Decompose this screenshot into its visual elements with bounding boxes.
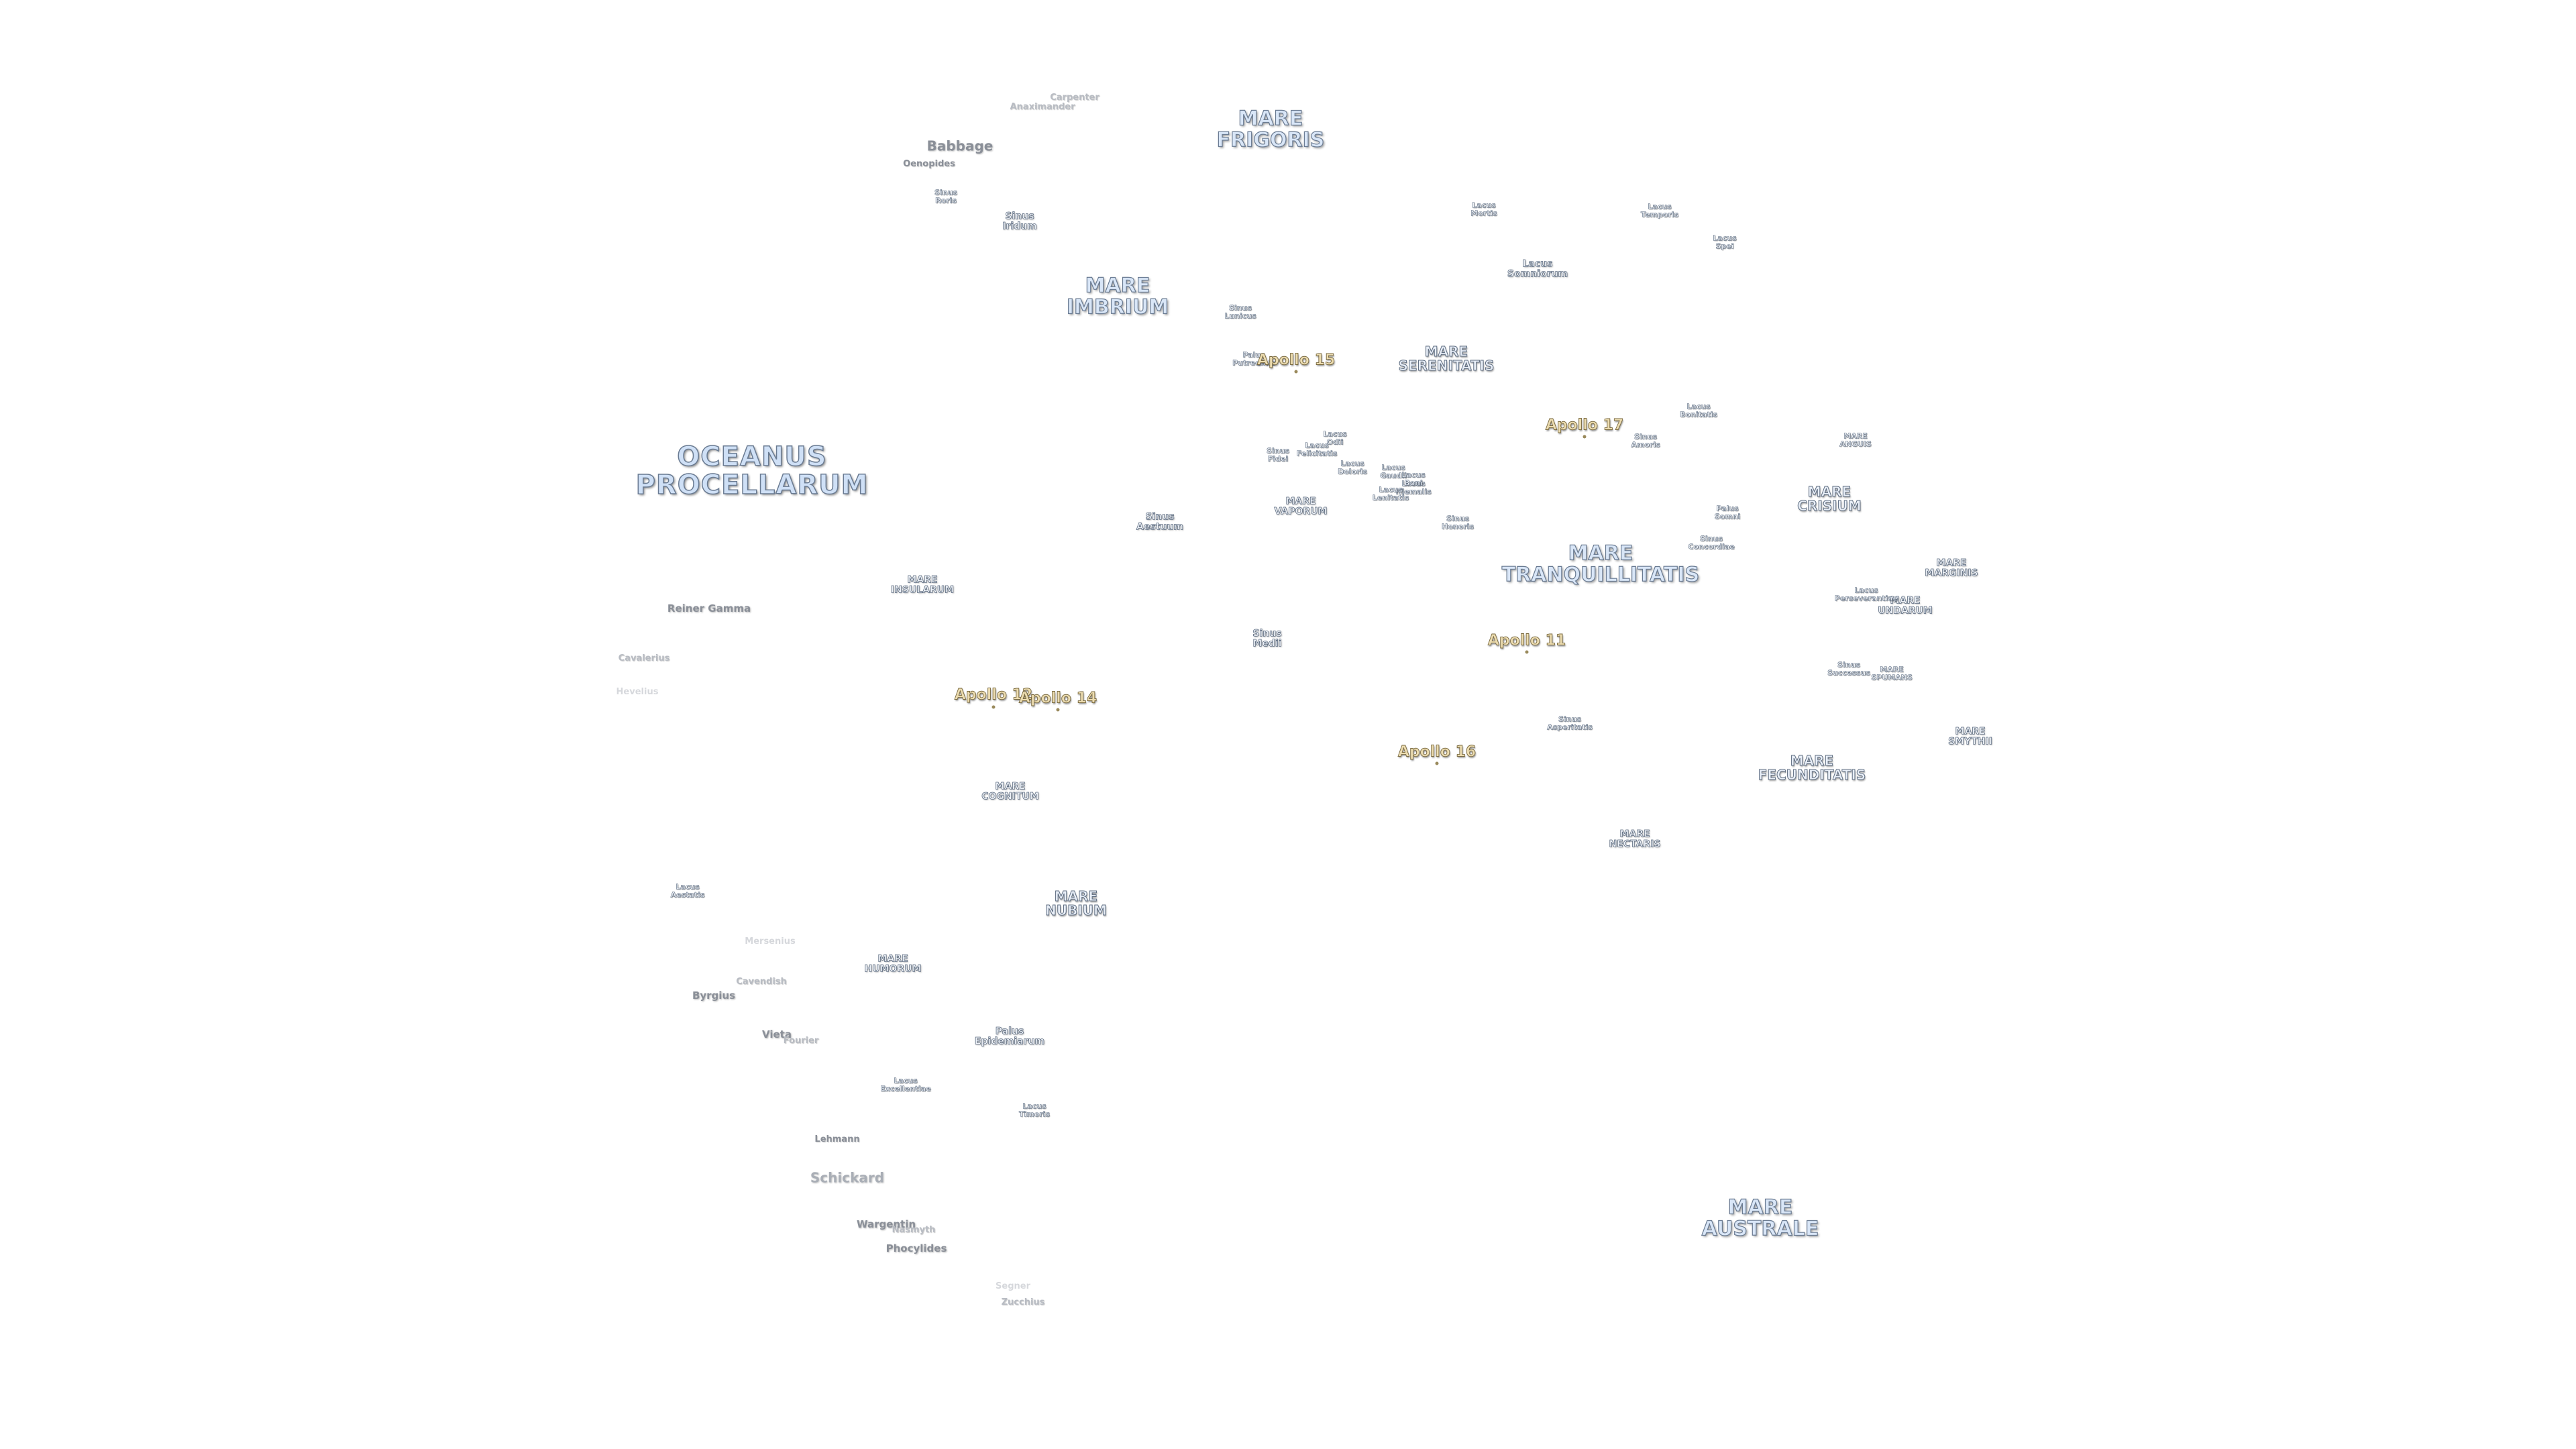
label-mare-spumans: MARE SPUMANS xyxy=(1871,665,1913,682)
label-mare-undarum: MARE UNDARUM xyxy=(1878,595,1933,616)
label-sinus-roris: Sinus Roris xyxy=(934,188,958,205)
apollo-11-site-marker xyxy=(1525,650,1529,654)
label-sinus-medii: Sinus Medii xyxy=(1252,628,1282,649)
label-crater-phocylides: Phocylides xyxy=(885,1242,947,1255)
label-mare-fecunditatis: MARE FECUNDITATIS xyxy=(1758,753,1866,783)
label-mare-vaporum: MARE VAPORUM xyxy=(1274,496,1328,517)
label-lacus-excellentiae: Lacus Excellentiae xyxy=(880,1076,931,1093)
label-crater-wargentin: Wargentin xyxy=(856,1218,916,1231)
label-crater-fourier: Fourier xyxy=(783,1036,819,1046)
label-sinus-iridum: Sinus Iridum xyxy=(1002,211,1037,231)
label-mare-tranquillitatis: MARE TRANQUILLITATIS xyxy=(1501,541,1700,586)
label-crater-carpenter: Carpenter xyxy=(1050,93,1099,103)
label-lacus-odii: Lacus Odii xyxy=(1323,429,1347,446)
label-crater-nasmyth: Nasmyth xyxy=(892,1225,936,1236)
label-crater-schickard: Schickard xyxy=(810,1169,885,1186)
label-lacus-timoris: Lacus Timoris xyxy=(1018,1102,1051,1118)
label-mare-marginis: MARE MARGINIS xyxy=(1925,557,1978,578)
label-oceanus-procellarum: OCEANUS PROCELLARUM xyxy=(635,441,869,500)
label-apollo-11: Apollo 11 xyxy=(1487,632,1566,649)
label-mare-imbrium: MARE IMBRIUM xyxy=(1066,274,1169,319)
label-sinus-amoris: Sinus Amoris xyxy=(1631,432,1660,449)
label-crater-reiner-gamma: Reiner Gamma xyxy=(667,602,751,615)
label-mare-humorum: MARE HUMORUM xyxy=(864,953,922,974)
label-sinus-lunicus: Sinus Lunicus xyxy=(1224,303,1256,320)
label-crater-byrgius: Byrgius xyxy=(692,989,736,1002)
label-mare-cognitum: MARE COGNITUM xyxy=(981,781,1039,802)
label-mare-frigoris: MARE FRIGORIS xyxy=(1216,107,1325,152)
label-crater-anaximander: Anaximander xyxy=(1010,102,1075,113)
label-lacus-perseverantiae: Lacus Perseverantiae xyxy=(1834,586,1898,602)
label-crater-cavendish: Cavendish xyxy=(736,977,787,987)
apollo-16-site-marker xyxy=(1435,761,1439,765)
label-palus-epidemiarum: Palus Epidemiarum xyxy=(974,1026,1045,1046)
label-crater-babbage: Babbage xyxy=(926,138,994,154)
label-lacus-mortis: Lacus Mortis xyxy=(1470,201,1497,217)
label-mare-serenitatis: MARE SERENITATIS xyxy=(1398,343,1495,374)
label-sinus-asperitatis: Sinus Asperitatis xyxy=(1547,714,1593,731)
label-sinus-honoris: Sinus Honoris xyxy=(1442,514,1474,531)
label-mare-australe: MARE AUSTRALE xyxy=(1701,1195,1819,1240)
label-mare-crisium: MARE CRISIUM xyxy=(1797,484,1862,514)
apollo-15-site-marker xyxy=(1294,370,1298,374)
label-lacus-bonitatis: Lacus Bonitatis xyxy=(1680,402,1717,419)
label-sinus-aestuum: Sinus Aestuum xyxy=(1136,511,1184,532)
label-crater-lehmann: Lehmann xyxy=(814,1134,860,1145)
label-apollo-17: Apollo 17 xyxy=(1545,417,1624,434)
label-lacus-hiemalis: Lacus Hiemalis xyxy=(1395,479,1432,496)
label-palus-somni: Palus Somni xyxy=(1714,504,1741,521)
label-mare-nectaris: MARE NECTARIS xyxy=(1609,828,1661,849)
label-apollo-15: Apollo 15 xyxy=(1256,352,1336,369)
label-apollo-14: Apollo 14 xyxy=(1018,690,1097,707)
label-lacus-gaudii: Lacus Gaudii xyxy=(1380,463,1407,480)
label-lacus-spei: Lacus Spei xyxy=(1713,233,1737,250)
label-crater-zucchius: Zucchius xyxy=(1001,1297,1045,1308)
label-apollo-16: Apollo 16 xyxy=(1397,743,1477,761)
label-lacus-aestatis: Lacus Aestatis xyxy=(670,882,705,899)
label-crater-oenopides: Oenopides xyxy=(903,159,955,170)
label-sinus-concordiae: Sinus Concordiae xyxy=(1688,534,1735,551)
label-crater-vieta: Vieta xyxy=(762,1028,792,1041)
label-lacus-lenitatis: Lacus Lenitatis xyxy=(1372,485,1409,502)
label-crater-segner: Segner xyxy=(996,1281,1030,1292)
label-sinus-successus: Sinus Successus xyxy=(1827,660,1870,677)
label-lacus-somniorum: Lacus Somniorum xyxy=(1507,258,1568,279)
label-apollo-12: Apollo 12 xyxy=(954,686,1033,704)
apollo-14-site-marker xyxy=(1056,708,1060,712)
apollo-17-site-marker xyxy=(1582,435,1587,439)
label-lacus-felicitatis: Lacus Felicitatis xyxy=(1296,441,1338,458)
apollo-12-site-marker xyxy=(991,705,996,709)
label-lacus-temporis: Lacus Temporis xyxy=(1640,202,1679,219)
label-crater-mersenius: Mersenius xyxy=(745,936,796,947)
label-lacus-boni: Lacus Boni xyxy=(1401,470,1426,487)
label-mare-smythii: MARE SMYTHII xyxy=(1948,726,1993,747)
label-mare-insularum: MARE INSULARUM xyxy=(890,574,955,595)
label-crater-cavalerius: Cavalerius xyxy=(618,653,670,664)
label-crater-hevelius: Hevelius xyxy=(616,687,659,698)
label-mare-anguis: MARE ANGUIS xyxy=(1839,431,1872,448)
label-lacus-doloris: Lacus Doloris xyxy=(1338,459,1367,476)
label-sinus-fidei: Sinus Fidei xyxy=(1267,446,1290,463)
label-palus-putredinis: Palus Putredinis xyxy=(1232,350,1275,367)
label-mare-nubium: MARE NUBIUM xyxy=(1045,888,1108,918)
